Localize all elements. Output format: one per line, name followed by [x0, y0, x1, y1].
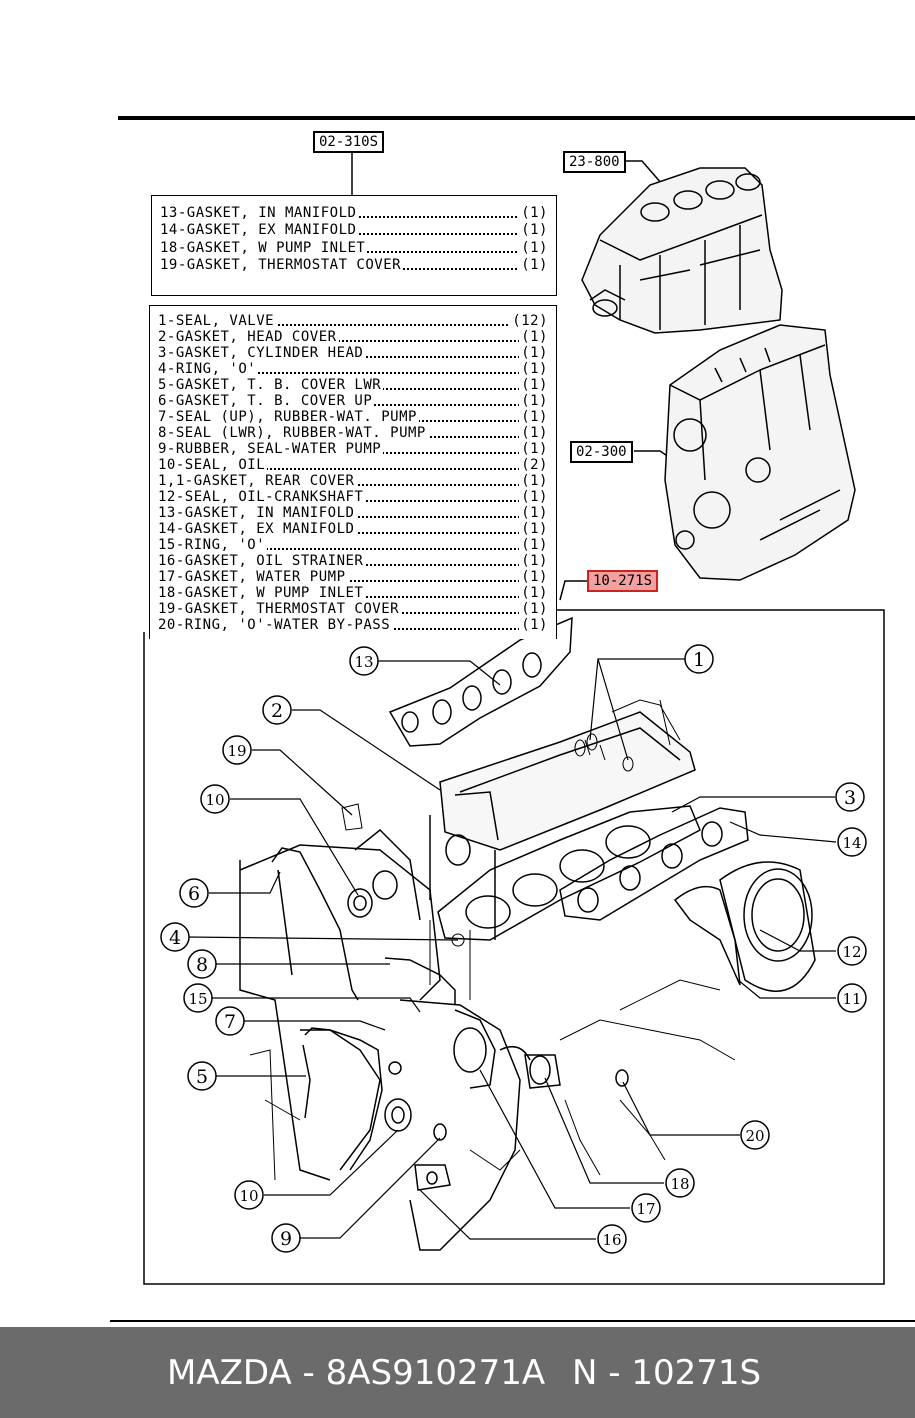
callout-3: 3: [844, 787, 856, 809]
callout-6: 6: [188, 883, 200, 905]
callout-14: 14: [842, 834, 861, 852]
list-item: 14-GASKET, EX MANIFOLD(1): [160, 222, 548, 238]
callout-circles: [160, 644, 867, 1254]
bottom-rule: [110, 1320, 915, 1322]
list-item: 6-GASKET, T. B. COVER UP(1): [158, 393, 548, 409]
ref-10-271s-highlighted[interactable]: 10-271S: [587, 570, 659, 592]
callout-1: 1: [693, 649, 705, 671]
list-item: 13-GASKET, IN MANIFOLD(1): [160, 205, 548, 221]
list-item: 19-GASKET, THERMOSTAT COVER(1): [158, 601, 548, 617]
gasket-kit-parts-list: 1-SEAL, VALVE(12) 2-GASKET, HEAD COVER(1…: [149, 305, 557, 639]
callout-10-upper: 10: [205, 791, 224, 809]
top-rule: [118, 116, 915, 120]
callout-19: 19: [227, 742, 246, 760]
list-item: 1,1-GASKET, REAR COVER(1): [158, 473, 548, 489]
callout-18: 18: [670, 1175, 689, 1193]
callout-15: 15: [188, 990, 207, 1008]
footer-part-number: MAZDA - 8AS910271A: [167, 1353, 546, 1393]
timing-cover: [239, 828, 441, 1181]
footer-bar: MAZDA - 8AS910271A N - 10271S: [0, 1327, 915, 1418]
intake-group-parts-list: 13-GASKET, IN MANIFOLD(1) 14-GASKET, EX …: [151, 195, 557, 296]
leader-lines: [186, 658, 837, 1240]
callout-16: 16: [602, 1231, 621, 1249]
oil-seals: [347, 888, 412, 1132]
list-item: 13-GASKET, IN MANIFOLD(1): [158, 505, 548, 521]
list-item: 1-SEAL, VALVE(12): [158, 313, 548, 329]
list-item: 7-SEAL (UP), RUBBER-WAT. PUMP(1): [158, 409, 548, 425]
callout-13: 13: [354, 653, 373, 671]
callout-2: 2: [271, 700, 283, 722]
callout-10-lower: 10: [239, 1187, 258, 1205]
engine-assembly-image: [664, 324, 856, 581]
callout-7: 7: [224, 1011, 236, 1033]
timing-cover-gaskets: [271, 847, 456, 1171]
list-item: 18-GASKET, W PUMP INLET(1): [160, 240, 548, 256]
list-item: 3-GASKET, CYLINDER HEAD(1): [158, 345, 548, 361]
callout-4: 4: [169, 927, 181, 949]
callout-numbers: 1 2 3 4 5 6 7 8 9 10 10 11 12 13 14 15 1…: [169, 649, 862, 1250]
front-cover: [388, 999, 629, 1251]
callout-5: 5: [196, 1066, 208, 1088]
head-cover-gasket: [429, 711, 696, 940]
list-item: 12-SEAL, OIL-CRANKSHAFT(1): [158, 489, 548, 505]
callout-17: 17: [636, 1200, 655, 1218]
ref-23-800[interactable]: 23-800: [563, 151, 626, 173]
list-item: 10-SEAL, OIL(2): [158, 457, 548, 473]
list-item: 14-GASKET, EX MANIFOLD(1): [158, 521, 548, 537]
list-item: 4-RING, 'O'(1): [158, 361, 548, 377]
list-item: 17-GASKET, WATER PUMP(1): [158, 569, 548, 585]
list-item: 2-GASKET, HEAD COVER(1): [158, 329, 548, 345]
list-item: 8-SEAL (LWR), RUBBER-WAT. PUMP(1): [158, 425, 548, 441]
list-item: 15-RING, 'O'(1): [158, 537, 548, 553]
rear-cover-gasket: [673, 861, 816, 992]
callout-20: 20: [745, 1127, 764, 1145]
callout-11: 11: [842, 990, 861, 1008]
callout-8: 8: [196, 954, 208, 976]
list-item: 18-GASKET, W PUMP INLET(1): [158, 585, 548, 601]
ref-02-300[interactable]: 02-300: [570, 441, 633, 463]
list-item: 19-GASKET, THERMOSTAT COVER(1): [160, 257, 548, 273]
callout-12: 12: [842, 943, 861, 961]
exhaust-manifold-gasket: [559, 807, 749, 921]
footer-kit-code: N - 10271S: [572, 1353, 762, 1393]
callout-9: 9: [280, 1228, 292, 1250]
engine-body-lines: [249, 699, 736, 1181]
cylinder-head-gasket: [437, 805, 701, 941]
list-item: 20-RING, 'O'-WATER BY-PASS(1): [158, 617, 548, 633]
list-item: 9-RUBBER, SEAL-WATER PUMP(1): [158, 441, 548, 457]
list-item: 16-GASKET, OIL STRAINER(1): [158, 553, 548, 569]
ref-02-310s[interactable]: 02-310S: [313, 131, 385, 153]
engine-block-image: [581, 167, 783, 334]
intake-manifold-gasket: [388, 616, 573, 747]
list-item: 5-GASKET, T. B. COVER LWR(1): [158, 377, 548, 393]
